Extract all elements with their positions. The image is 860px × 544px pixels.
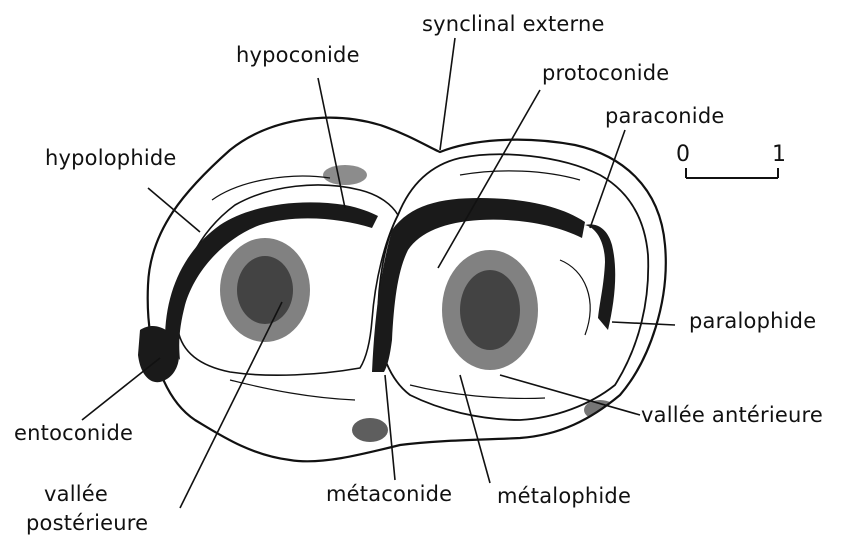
label-synclinal-externe: synclinal externe <box>422 14 605 35</box>
label-protoconide: protoconide <box>542 63 669 84</box>
label-vallee-posterieure-2: postérieure <box>26 513 148 534</box>
label-vallee-posterieure-1: vallée <box>44 484 108 505</box>
scale-bar-end-label: 1 <box>772 144 786 166</box>
scale-bar-start-label: 0 <box>676 144 690 166</box>
label-vallee-anterieure: vallée antérieure <box>641 405 823 426</box>
label-paralophide: paralophide <box>689 311 816 332</box>
label-hypolophide: hypolophide <box>45 148 177 169</box>
label-metaconide: métaconide <box>326 484 452 505</box>
label-paraconide: paraconide <box>605 106 725 127</box>
label-hypoconide: hypoconide <box>236 45 360 66</box>
label-entoconide: entoconide <box>14 423 133 444</box>
scale-bar-line <box>686 168 778 178</box>
label-metalophide: métalophide <box>497 486 631 507</box>
